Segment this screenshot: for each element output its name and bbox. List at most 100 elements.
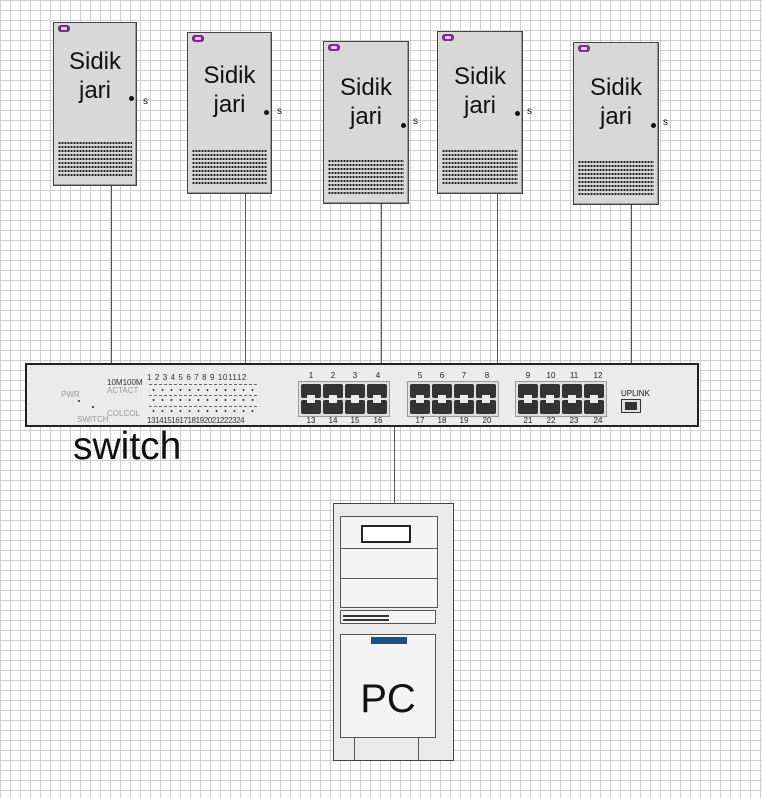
port-number: 19	[459, 416, 469, 425]
port-number: 14	[328, 416, 338, 425]
ethernet-port[interactable]	[540, 384, 560, 399]
pwr-label: PWR	[61, 390, 80, 399]
ethernet-port[interactable]	[323, 384, 343, 399]
port-number: 15	[350, 416, 360, 425]
ethernet-port[interactable]	[584, 399, 604, 414]
port-number: 24	[593, 416, 603, 425]
drive-slot-icon	[361, 525, 411, 543]
port-dot-icon	[515, 111, 520, 116]
vent-grille	[328, 159, 404, 195]
ethernet-port[interactable]	[432, 399, 452, 414]
fingerprint-device[interactable]: Sidik jari	[323, 41, 409, 204]
ethernet-port[interactable]	[454, 399, 474, 414]
ethernet-port[interactable]	[432, 384, 452, 399]
ethernet-port[interactable]	[476, 399, 496, 414]
port-number: 6	[439, 371, 445, 380]
drive-bay	[340, 578, 438, 608]
port-number: 16	[373, 416, 383, 425]
ethernet-port[interactable]	[345, 399, 365, 414]
port-number: 7	[461, 371, 467, 380]
switch-caption: switch	[73, 425, 182, 468]
ethernet-port[interactable]	[584, 384, 604, 399]
port-label: s	[413, 116, 418, 127]
fingerprint-device[interactable]: Sidik jari	[437, 31, 523, 194]
vent-grille	[578, 160, 654, 196]
device-logo-icon	[578, 45, 590, 52]
port-dot-icon	[129, 96, 134, 101]
port-number: 8	[484, 371, 490, 380]
port-number: 17	[415, 416, 425, 425]
pc-foot	[354, 738, 355, 760]
ethernet-port[interactable]	[518, 399, 538, 414]
vent-grille	[442, 149, 518, 185]
device-logo-icon	[58, 25, 70, 32]
ethernet-port[interactable]	[345, 384, 365, 399]
drive-bay	[340, 548, 438, 580]
port-label: s	[277, 106, 282, 117]
device-logo-icon	[328, 44, 340, 51]
pc-label: PC	[360, 677, 416, 721]
fingerprint-device[interactable]: Sidik jari	[187, 32, 272, 194]
led-divider	[149, 406, 257, 407]
wire-device-1	[111, 184, 112, 365]
ethernet-port[interactable]	[540, 399, 560, 414]
wire-device-3	[381, 202, 382, 365]
led-row	[149, 389, 257, 391]
ethernet-port[interactable]	[562, 384, 582, 399]
ethernet-port[interactable]	[410, 399, 430, 414]
ethernet-port[interactable]	[454, 384, 474, 399]
led-divider	[149, 395, 257, 396]
port-group-3	[515, 381, 607, 417]
floppy-slot-line	[343, 619, 389, 621]
uplink-label: UPLINK	[621, 389, 650, 398]
wire-device-4	[497, 192, 498, 365]
pc-front-panel: PC	[340, 634, 436, 738]
device-label: Sidik jari	[68, 48, 122, 104]
port-label: s	[527, 106, 532, 117]
fingerprint-device[interactable]: Sidik jari	[573, 42, 659, 205]
port-number: 5	[417, 371, 423, 380]
port-number: 20	[482, 416, 492, 425]
vent-grille	[192, 149, 267, 185]
wire-device-5	[631, 203, 632, 365]
ethernet-port[interactable]	[367, 399, 387, 414]
floppy-slot-line	[343, 615, 389, 617]
ethernet-port[interactable]	[476, 384, 496, 399]
port-number: 2	[330, 371, 336, 380]
floppy-slot-icon	[340, 610, 436, 624]
port-number: 23	[569, 416, 579, 425]
device-logo-icon	[192, 35, 204, 42]
ethernet-port[interactable]	[518, 384, 538, 399]
network-switch[interactable]: PWR SWITCH 10M100M ACTACT COLCOL 1 2 3 4…	[25, 363, 699, 427]
power-button-icon[interactable]	[371, 637, 407, 644]
port-dot-icon	[401, 123, 406, 128]
ethernet-port[interactable]	[323, 399, 343, 414]
ethernet-port[interactable]	[301, 399, 321, 414]
actact-label: ACTACT	[107, 386, 139, 395]
led-divider	[149, 384, 257, 385]
vent-grille	[58, 141, 132, 177]
device-label: Sidik jari	[453, 63, 507, 119]
ethernet-port[interactable]	[367, 384, 387, 399]
port-number: 18	[437, 416, 447, 425]
device-label: Sidik jari	[589, 74, 643, 130]
fingerprint-device[interactable]: Sidik jari	[53, 22, 137, 186]
port-dot-icon	[651, 123, 656, 128]
port-group-2	[407, 381, 499, 417]
uplink-port[interactable]	[621, 399, 641, 413]
speed-label: 10M100M	[107, 378, 143, 387]
port-number: 1	[308, 371, 314, 380]
ethernet-port[interactable]	[410, 384, 430, 399]
ethernet-port[interactable]	[562, 399, 582, 414]
port-number: 22	[546, 416, 556, 425]
wire-device-2	[245, 192, 246, 365]
wire-pc	[394, 427, 395, 504]
led-row	[149, 410, 257, 412]
ethernet-port[interactable]	[301, 384, 321, 399]
switch-led-icon	[92, 406, 94, 408]
pc-tower[interactable]: PC	[333, 503, 454, 761]
led-row	[149, 399, 257, 401]
led-bottom-numbers: 131415161718192021222324	[147, 416, 245, 425]
port-group-1	[298, 381, 390, 417]
port-number: 11	[569, 371, 579, 380]
